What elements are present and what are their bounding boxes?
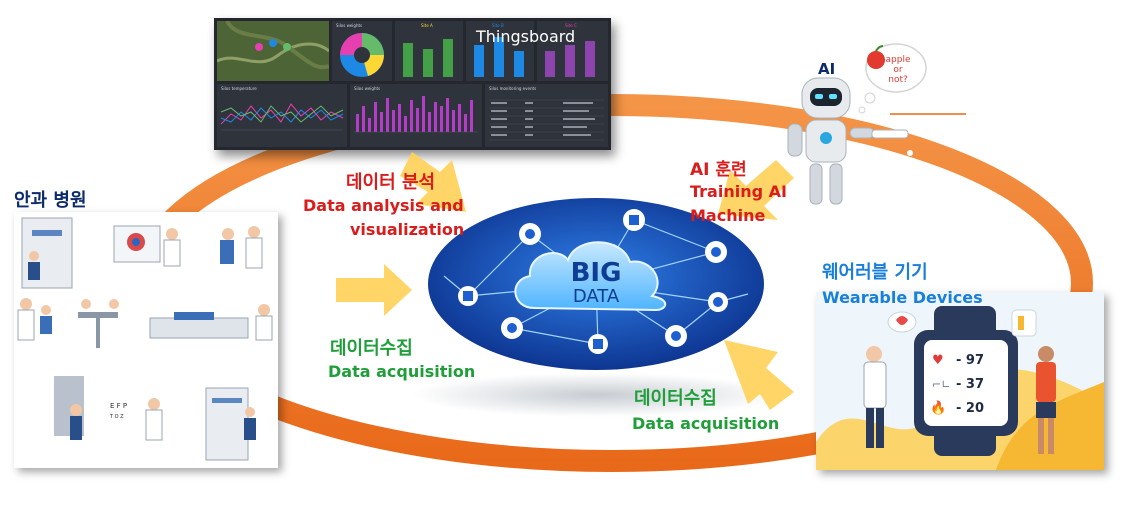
svg-text:E F P: E F P (110, 402, 127, 410)
flame-icon: 🔥 (930, 400, 946, 416)
site-c-gauges (545, 41, 595, 77)
tile-title: Site B (492, 23, 504, 28)
runner (1036, 362, 1056, 402)
watch-screen (924, 340, 1008, 426)
training-label-en-1: Training AI (690, 182, 787, 201)
doctor (863, 361, 887, 409)
wearable-panel: ♥ ⌐∟ 🔥 - 97 - 37 - 20 (816, 292, 1104, 470)
silos-temperature-tile: Silos temperature (217, 84, 347, 147)
pie-widget (340, 33, 384, 77)
big-label: BIG (571, 258, 622, 288)
ring-highlight (907, 150, 913, 156)
training-label-ko: AI 훈련 (690, 160, 747, 180)
temperature-line-widget (220, 103, 344, 131)
tile-title: Site A (421, 23, 433, 28)
arrow-up-right-icon (718, 160, 794, 220)
svg-text:T O Z: T O Z (109, 414, 124, 420)
heart-icon (896, 316, 908, 325)
acquisition-right-ko: 데이터수집 (634, 388, 717, 409)
map-view (216, 19, 330, 81)
events-table-widget (489, 99, 604, 141)
cloud-shadow (412, 373, 782, 417)
site-a-tile: Site A (395, 21, 463, 81)
hospital-illustration: E F P T O Z (17, 217, 273, 461)
ai-label: AI (818, 60, 836, 78)
bubble-line-3: not? (888, 75, 908, 85)
site-b-tile: Site B (466, 21, 534, 81)
data-label: DATA (573, 286, 620, 307)
heart-icon: ♥ (932, 353, 944, 368)
site-c-tile: Site C (537, 21, 608, 81)
wearable-label-en: Wearable Devices (822, 288, 983, 307)
acquisition-right-en: Data acquisition (632, 414, 780, 433)
analysis-label-ko: 데이터 분석 (346, 172, 436, 193)
site-a-gauges (403, 39, 453, 77)
reading-temperature: - 37 (956, 377, 984, 392)
analysis-label-en-2: visualization (350, 220, 465, 239)
arrow-up-left-icon (724, 340, 794, 410)
big-data-cloud: BIG DATA (428, 198, 764, 370)
apple-icon (867, 51, 885, 69)
acquisition-left-ko: 데이터수집 (330, 338, 413, 359)
wearable-illustration: ♥ ⌐∟ 🔥 - 97 - 37 - 20 (816, 306, 1104, 470)
tile-title: Silos weights (354, 86, 381, 91)
pulse-icon: ⌐∟ (932, 378, 950, 391)
silos-weights-pie-tile: Silos weights (332, 21, 392, 81)
site-b-gauges (474, 37, 524, 77)
tile-title: Silos temperature (221, 86, 257, 91)
monitoring-events-tile: Silos monitoring events (485, 84, 608, 147)
ai-robot: apple or not? (787, 43, 966, 205)
reading-calories: - 20 (956, 401, 984, 416)
acquisition-left-en: Data acquisition (328, 362, 476, 381)
arrow-right-icon (336, 264, 412, 316)
silos-weights-bar-tile: Silos weights (350, 84, 482, 147)
wearable-label-ko: 웨어러블 기기 (822, 262, 928, 283)
bubble-line-1: apple (886, 55, 911, 65)
reading-heart-rate: - 97 (956, 353, 984, 368)
training-label-en-2: Machine (690, 206, 766, 225)
tile-title: Silos monitoring events (489, 86, 537, 91)
tile-title: Silos weights (336, 23, 363, 28)
cloud-icon (514, 241, 667, 312)
analysis-label-en-1: Data analysis and (303, 196, 464, 215)
hospital-title: 안과 병원 (14, 190, 87, 211)
hospital-panel: E F P T O Z (14, 212, 278, 468)
tile-title: Site C (565, 23, 577, 28)
map-tile (216, 19, 330, 81)
dashboard-title: Thingsboard (476, 27, 576, 46)
arrow-down-right-icon (400, 152, 466, 212)
thingsboard-dashboard: Silos weights Site A Site B Site C (214, 18, 611, 150)
weights-bar-widget (354, 96, 478, 133)
bubble-line-2: or (893, 65, 903, 75)
